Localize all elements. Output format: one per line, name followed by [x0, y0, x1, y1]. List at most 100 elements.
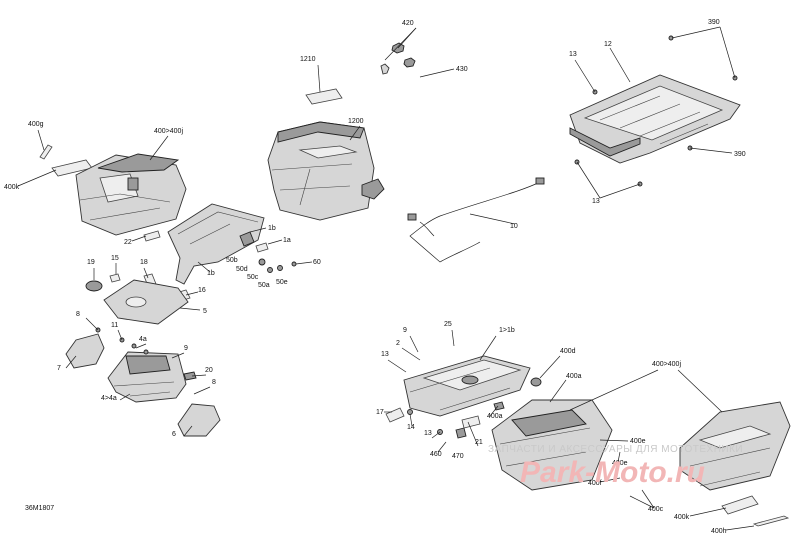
part-grommets-420 — [380, 42, 416, 75]
leader-line — [469, 213, 516, 225]
part-rear-box-1200 — [267, 121, 385, 221]
part-decal-400k-right — [721, 495, 759, 515]
leader-line — [609, 47, 631, 83]
leader-line — [539, 355, 561, 379]
callout-label: 12 — [604, 41, 612, 48]
leader-line — [131, 235, 147, 242]
leader-line — [409, 335, 419, 353]
leader-line — [689, 507, 727, 517]
callout-label: 400k — [674, 514, 690, 521]
part-tray-hardware — [385, 377, 542, 439]
part-panel-5 — [85, 273, 191, 325]
leader-line — [431, 431, 441, 439]
watermark-brand: Park-Moto.ru — [520, 456, 705, 489]
callout-label: 2 — [396, 340, 400, 347]
callout-label: 400c — [648, 506, 664, 513]
leader-line — [629, 495, 655, 509]
leader-line — [401, 347, 421, 361]
callout-label: 16 — [198, 287, 206, 294]
callout-label: 11 — [111, 322, 118, 329]
callout-label: 400f — [588, 480, 602, 487]
callout-label: 9 — [184, 345, 188, 352]
part-tray-1 — [403, 355, 531, 417]
leader-line — [249, 227, 267, 233]
watermark-tagline: ЗАПЧАСТИ И АКСЕССУАРЫ ДЛЯ МОТОТЕХНИКИ — [488, 444, 743, 455]
leader-line — [677, 369, 723, 413]
leader-line — [549, 379, 567, 403]
callout-label: 5 — [203, 308, 207, 315]
callout-label: 400k — [4, 184, 20, 191]
leader-lines — [17, 26, 755, 531]
callout-label: 18 — [140, 259, 148, 266]
leader-line — [149, 135, 169, 161]
callout-label: 400h — [711, 528, 727, 535]
part-storage-box-right-1 — [491, 399, 613, 491]
leader-line — [117, 329, 123, 341]
leader-line — [349, 125, 361, 141]
callout-label: 4>4a — [101, 395, 117, 402]
part-bracket-frame — [167, 203, 269, 285]
callout-label: 60 — [313, 259, 321, 266]
callout-label: 7 — [57, 365, 61, 372]
leader-line — [179, 307, 201, 311]
leader-line — [193, 386, 211, 395]
leader-line — [689, 147, 733, 154]
callout-label: 400e — [612, 460, 628, 467]
callout-label: 8 — [76, 311, 80, 318]
callout-label: 1200 — [348, 118, 364, 125]
callout-label: 13 — [592, 198, 600, 205]
callout-label: 430 — [456, 66, 468, 73]
leader-line — [397, 27, 417, 49]
part-decal-400h — [752, 515, 790, 527]
leader-line — [617, 451, 621, 463]
callout-label: 13 — [381, 351, 389, 358]
leader-line — [489, 405, 499, 417]
callout-label: 400>400j — [652, 361, 681, 368]
callout-label: 13 — [424, 430, 432, 437]
leader-line — [671, 26, 721, 39]
callout-label: 390 — [734, 151, 746, 158]
callout-label: 400g — [28, 121, 44, 128]
diagram-code: 36M1807 — [25, 505, 54, 512]
part-latch-20 — [183, 371, 197, 381]
part-storage-box-right-2 — [679, 401, 791, 491]
part-cable-harness-10 — [407, 177, 545, 263]
leader-line — [65, 355, 77, 369]
callout-label: 6 — [172, 431, 176, 438]
leader-line — [17, 169, 57, 187]
leader-line — [135, 343, 147, 349]
callout-label: 50e — [276, 279, 288, 286]
leader-line — [37, 129, 45, 151]
part-hardware-50 — [258, 258, 297, 273]
leader-line — [183, 425, 193, 437]
callout-label: 8 — [212, 379, 216, 386]
part-mount-7 — [65, 333, 105, 369]
part-cover-6 — [177, 403, 221, 437]
leader-line — [569, 369, 659, 411]
leader-line — [143, 267, 149, 279]
callout-label: 1210 — [300, 56, 316, 63]
leader-line — [267, 239, 283, 245]
leader-line — [719, 26, 736, 79]
part-decal-22 — [143, 230, 161, 242]
callout-labels: 420 430 1210 1200 390 12 13 390 13 400g … — [4, 19, 746, 535]
part-decal-400g — [39, 144, 53, 160]
leader-line — [599, 183, 641, 199]
callout-label: 470 — [452, 453, 464, 460]
part-skid-plate-12 — [569, 74, 741, 164]
callout-label: 50d — [236, 266, 248, 273]
callout-label: 20 — [205, 367, 213, 374]
leader-line — [185, 291, 199, 296]
callout-label: 400a — [487, 413, 503, 420]
callout-label: 400>400j — [154, 128, 183, 135]
callout-label: 21 — [475, 439, 483, 446]
callout-label: 1b — [207, 270, 215, 277]
callout-label: 420 — [402, 20, 414, 27]
callout-label: 22 — [124, 239, 132, 246]
callout-label: 25 — [444, 321, 452, 328]
callout-label: 400d — [560, 348, 576, 355]
part-bracket-4 — [95, 327, 187, 403]
callout-label: 19 — [87, 259, 95, 266]
callout-label: 50b — [226, 257, 238, 264]
